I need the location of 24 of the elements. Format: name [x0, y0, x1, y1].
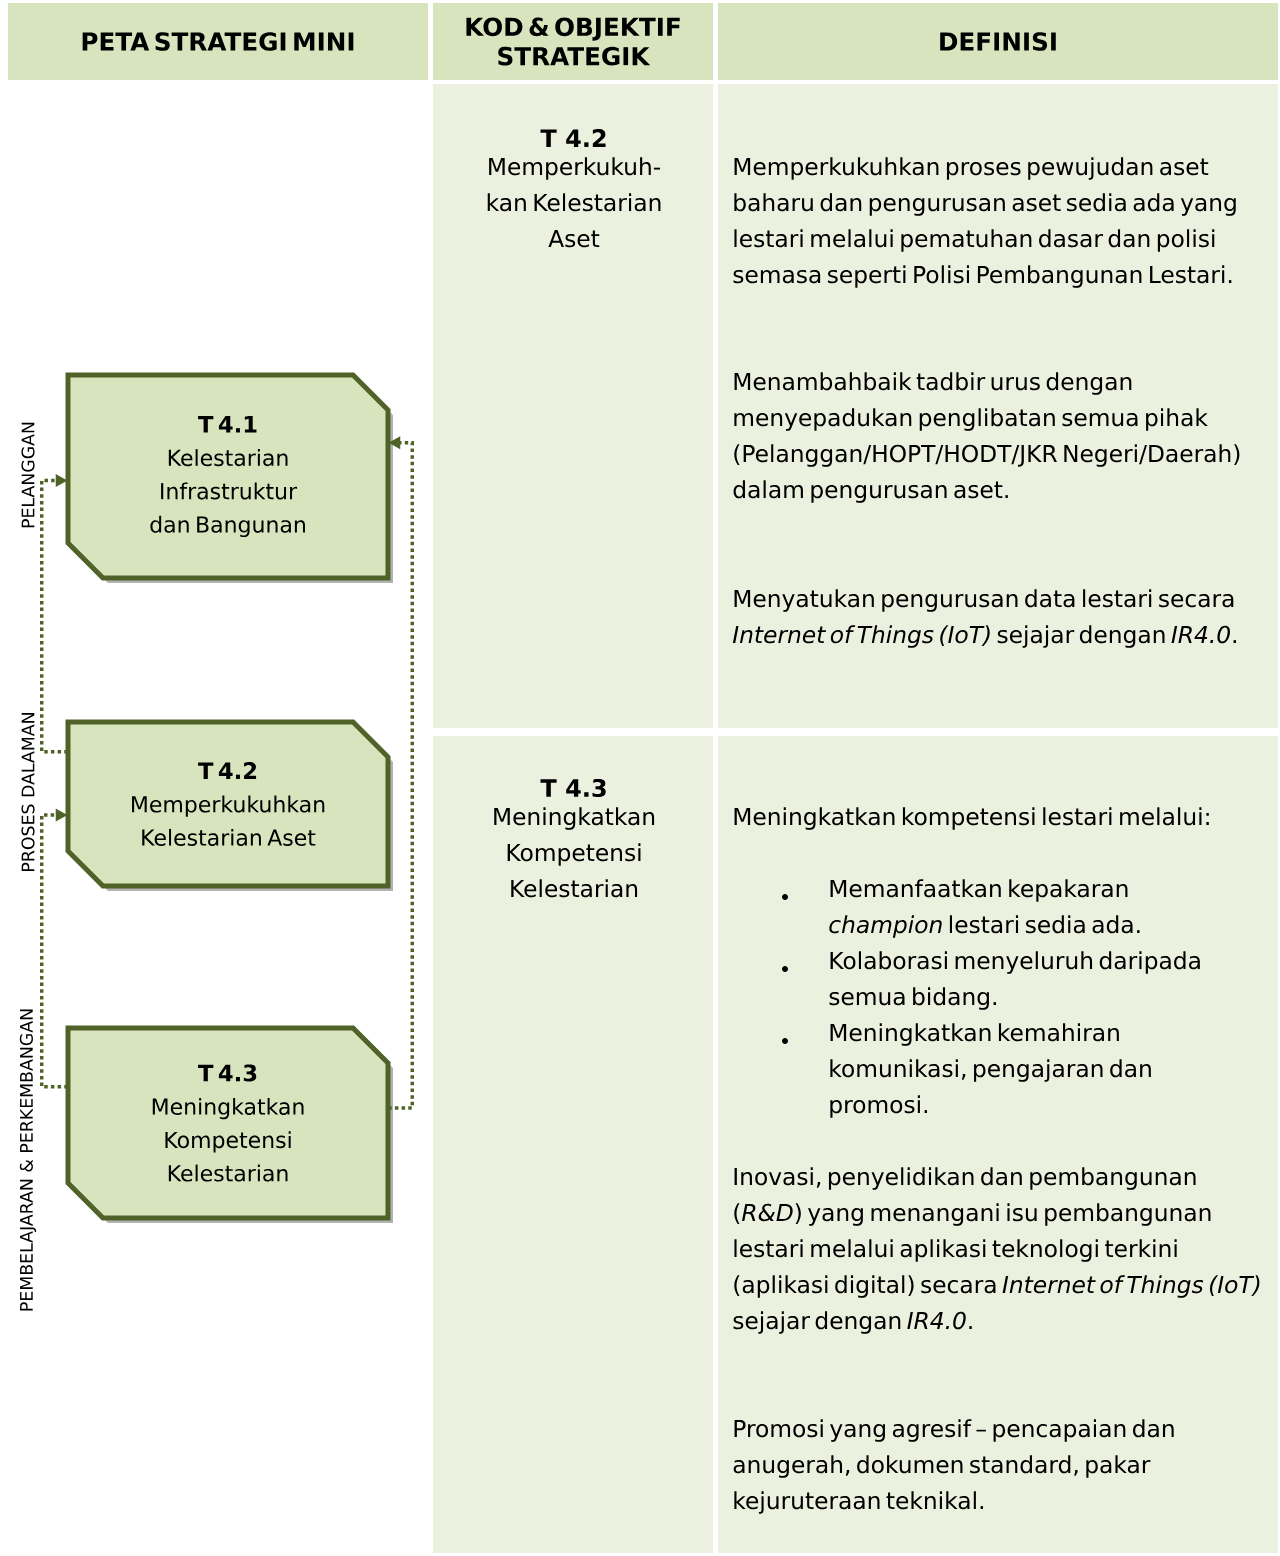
definition-text: Memperkukuhkan proses pewujudan aset baharu dan pengurusan aset sedia ada yang lestari melalui pematuhan dasar dan polisi semasa seperti Polisi Pembangunan Lestari. — [733, 157, 1236, 288]
objective-code: T 4.2 — [540, 129, 606, 147]
arrow — [40, 474, 68, 754]
objective-box: T 4.3 Meningkatkan Kompetensi Kelestarian — [65, 1025, 393, 1223]
definition-text: Meningkatkan kompetensi lestari melalui: — [734, 807, 1209, 830]
side-label: PEMBELAJARAN & PERKEMBANGAN — [19, 1009, 37, 1311]
definition-text: Promosi yang agresif – pencapaian dan anugerah, dokumen standard, pakar kejuruteraan teknikal. — [733, 1419, 1174, 1514]
side-label: PELANGGAN — [21, 422, 35, 528]
objective-box: T 4.2 Memperkukuhkan Kelestarian Aset — [65, 719, 393, 891]
bullet-item: Memanfaatkan kepakaran champion lestari sedia ada. — [829, 879, 1140, 938]
arrow — [40, 808, 68, 1089]
header-cell: KOD & OBJEKTIF STRATEGIK — [433, 3, 713, 80]
objective-code: T 4.3 — [540, 778, 606, 798]
bullet-item: Kolaborasi menyeluruh daripada semua bidang. — [829, 951, 1200, 1010]
definition-text: Inovasi, penyelidikan dan pembangunan (R&D) yang menangani isu pembangunan lestari melalui aplikasi teknologi terkini (aplikasi digital) secara Internet of Things (IoT) sejajar dengan IR4.0. — [733, 1167, 1260, 1334]
header-cell: DEFINISI — [718, 3, 1278, 80]
definition-text: Menambahbaik tadbir urus dengan menyepadukan penglibatan semua pihak (Pelanggan/HOPT/HODT/JKR Negeri/Daerah) dalam pengurusan aset. — [733, 372, 1240, 503]
header-cell: PETA STRATEGI MINI — [8, 3, 428, 80]
side-label: PROSES DALAMAN — [21, 713, 35, 871]
definition-text: Menyatukan pengurusan data lestari secara Internet of Things (IoT) sejajar dengan IR4.0. — [732, 589, 1236, 648]
objective-box: T 4.1 Kelestarian Infrastruktur dan Bangunan — [65, 372, 393, 583]
bullet-item: Meningkatkan kemahiran komunikasi, pengajaran dan promosi. — [830, 1023, 1151, 1118]
objective-title: Meningkatkan Kompetensi Kelestarian — [494, 807, 655, 898]
objective-title: Memperkukuh-kan Kelestarian Aset — [487, 157, 661, 248]
